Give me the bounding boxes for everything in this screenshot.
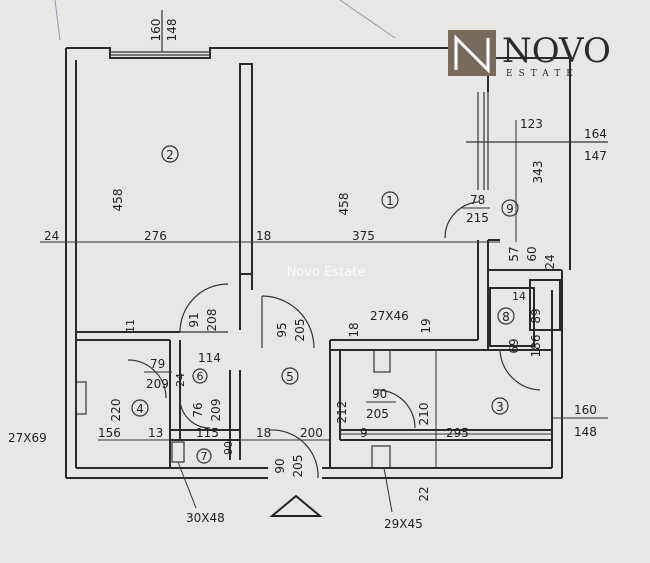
dim-18-b: 18 xyxy=(347,322,361,337)
room-4-number: 4 xyxy=(136,402,144,416)
dim-19: 19 xyxy=(419,318,433,333)
dim-458-left: 458 xyxy=(111,189,125,212)
dim-375: 375 xyxy=(352,229,375,243)
dim-209: 209 xyxy=(209,399,223,422)
room-2-number: 2 xyxy=(166,148,174,162)
dim-22: 22 xyxy=(417,486,431,501)
dim-156: 156 xyxy=(98,426,121,440)
dim-9: 9 xyxy=(360,426,368,440)
duct-bottom-mid-size: 29X45 xyxy=(384,517,423,531)
room-5-circle xyxy=(281,367,299,385)
dim-right-window2-a: 160 xyxy=(574,403,597,417)
background-line xyxy=(339,0,396,39)
dim-13: 13 xyxy=(148,426,163,440)
dim-220: 220 xyxy=(109,399,123,422)
window-top xyxy=(110,10,210,56)
door-1-height: 205 xyxy=(293,319,307,342)
room-5-number: 5 xyxy=(286,370,294,384)
dim-24-right: 24 xyxy=(543,254,557,269)
room-2-circle xyxy=(161,145,179,163)
door-1-width: 95 xyxy=(275,322,289,337)
dim-210: 210 xyxy=(417,403,431,426)
room-markers: 2 1 9 8 5 6 3 4 7 xyxy=(131,145,519,464)
dim-123: 123 xyxy=(520,117,543,131)
dim-18-a: 18 xyxy=(256,229,271,243)
duct-bottom-left-size: 30X48 xyxy=(186,511,225,525)
dim-89: 89 xyxy=(529,308,543,323)
dim-right-window-a: 164 xyxy=(584,127,607,141)
dim-295: 295 xyxy=(446,426,469,440)
room-8-number: 8 xyxy=(502,310,510,324)
dim-200: 200 xyxy=(300,426,323,440)
dim-90: 90 xyxy=(222,441,235,455)
room-4-circle xyxy=(131,399,149,417)
dim-76: 76 xyxy=(191,402,205,417)
door-arcs xyxy=(127,201,541,479)
dim-right-window-b: 147 xyxy=(584,149,607,163)
door-3-height: 205 xyxy=(366,407,389,421)
entry-door-width: 90 xyxy=(273,458,287,473)
room-9-number: 9 xyxy=(506,202,514,216)
room-1-number: 1 xyxy=(386,194,394,208)
dim-212: 212 xyxy=(335,401,349,424)
duct-mid-size: 27X46 xyxy=(370,309,409,323)
room-6-circle xyxy=(192,368,208,384)
dim-14: 14 xyxy=(512,290,526,303)
background-line xyxy=(54,0,61,41)
dim-right-window2-b: 148 xyxy=(574,425,597,439)
door-9-width: 78 xyxy=(470,193,485,207)
dimension-labels: 160 148 123 164 147 343 458 458 24 276 1… xyxy=(8,19,607,531)
dim-top-window-b: 148 xyxy=(165,19,179,42)
logo-sub: ESTATE xyxy=(506,69,579,79)
room-3-circle xyxy=(491,397,509,415)
dim-18-c: 18 xyxy=(256,426,271,440)
dim-top-window-a: 160 xyxy=(149,19,163,42)
brand-logo: NOVO ESTATE xyxy=(448,30,611,79)
dim-114: 114 xyxy=(198,351,221,365)
room-8-circle xyxy=(497,307,515,325)
door-2-width: 91 xyxy=(187,312,201,327)
dim-57: 57 xyxy=(507,246,521,261)
dim-115: 115 xyxy=(196,426,219,440)
dimension-lines xyxy=(40,120,608,468)
room-1-circle xyxy=(381,191,399,209)
room-9-circle xyxy=(501,199,519,217)
dim-60: 60 xyxy=(525,246,539,261)
entry-door-height: 205 xyxy=(291,455,305,478)
dim-24-small: 24 xyxy=(174,373,187,387)
window-right xyxy=(466,92,608,190)
dim-458-mid: 458 xyxy=(337,193,351,216)
interior-walls xyxy=(75,63,562,469)
dim-24-left: 24 xyxy=(44,229,59,243)
door-8-width: 69 xyxy=(507,338,521,353)
dim-276: 276 xyxy=(144,229,167,243)
duct-left-size: 27X69 xyxy=(8,431,47,445)
room-3-number: 3 xyxy=(496,400,504,414)
door-9-height: 215 xyxy=(466,211,489,225)
logo-name: NOVO xyxy=(502,31,611,71)
dim-11: 11 xyxy=(124,319,137,333)
logo-mark-n-icon xyxy=(454,34,490,74)
room-6-number: 6 xyxy=(197,370,204,383)
door-2-height: 208 xyxy=(205,309,219,332)
watermark-text: Novo Estate xyxy=(287,265,366,280)
entrance-marker xyxy=(269,494,323,517)
door-3-width: 90 xyxy=(372,387,387,401)
door-8-height: 186 xyxy=(529,335,543,358)
door-6-height: 209 xyxy=(146,377,169,391)
room-7-number: 7 xyxy=(201,450,208,463)
door-6-width: 79 xyxy=(150,357,165,371)
dim-343: 343 xyxy=(531,161,545,184)
room-7-circle xyxy=(196,448,212,464)
